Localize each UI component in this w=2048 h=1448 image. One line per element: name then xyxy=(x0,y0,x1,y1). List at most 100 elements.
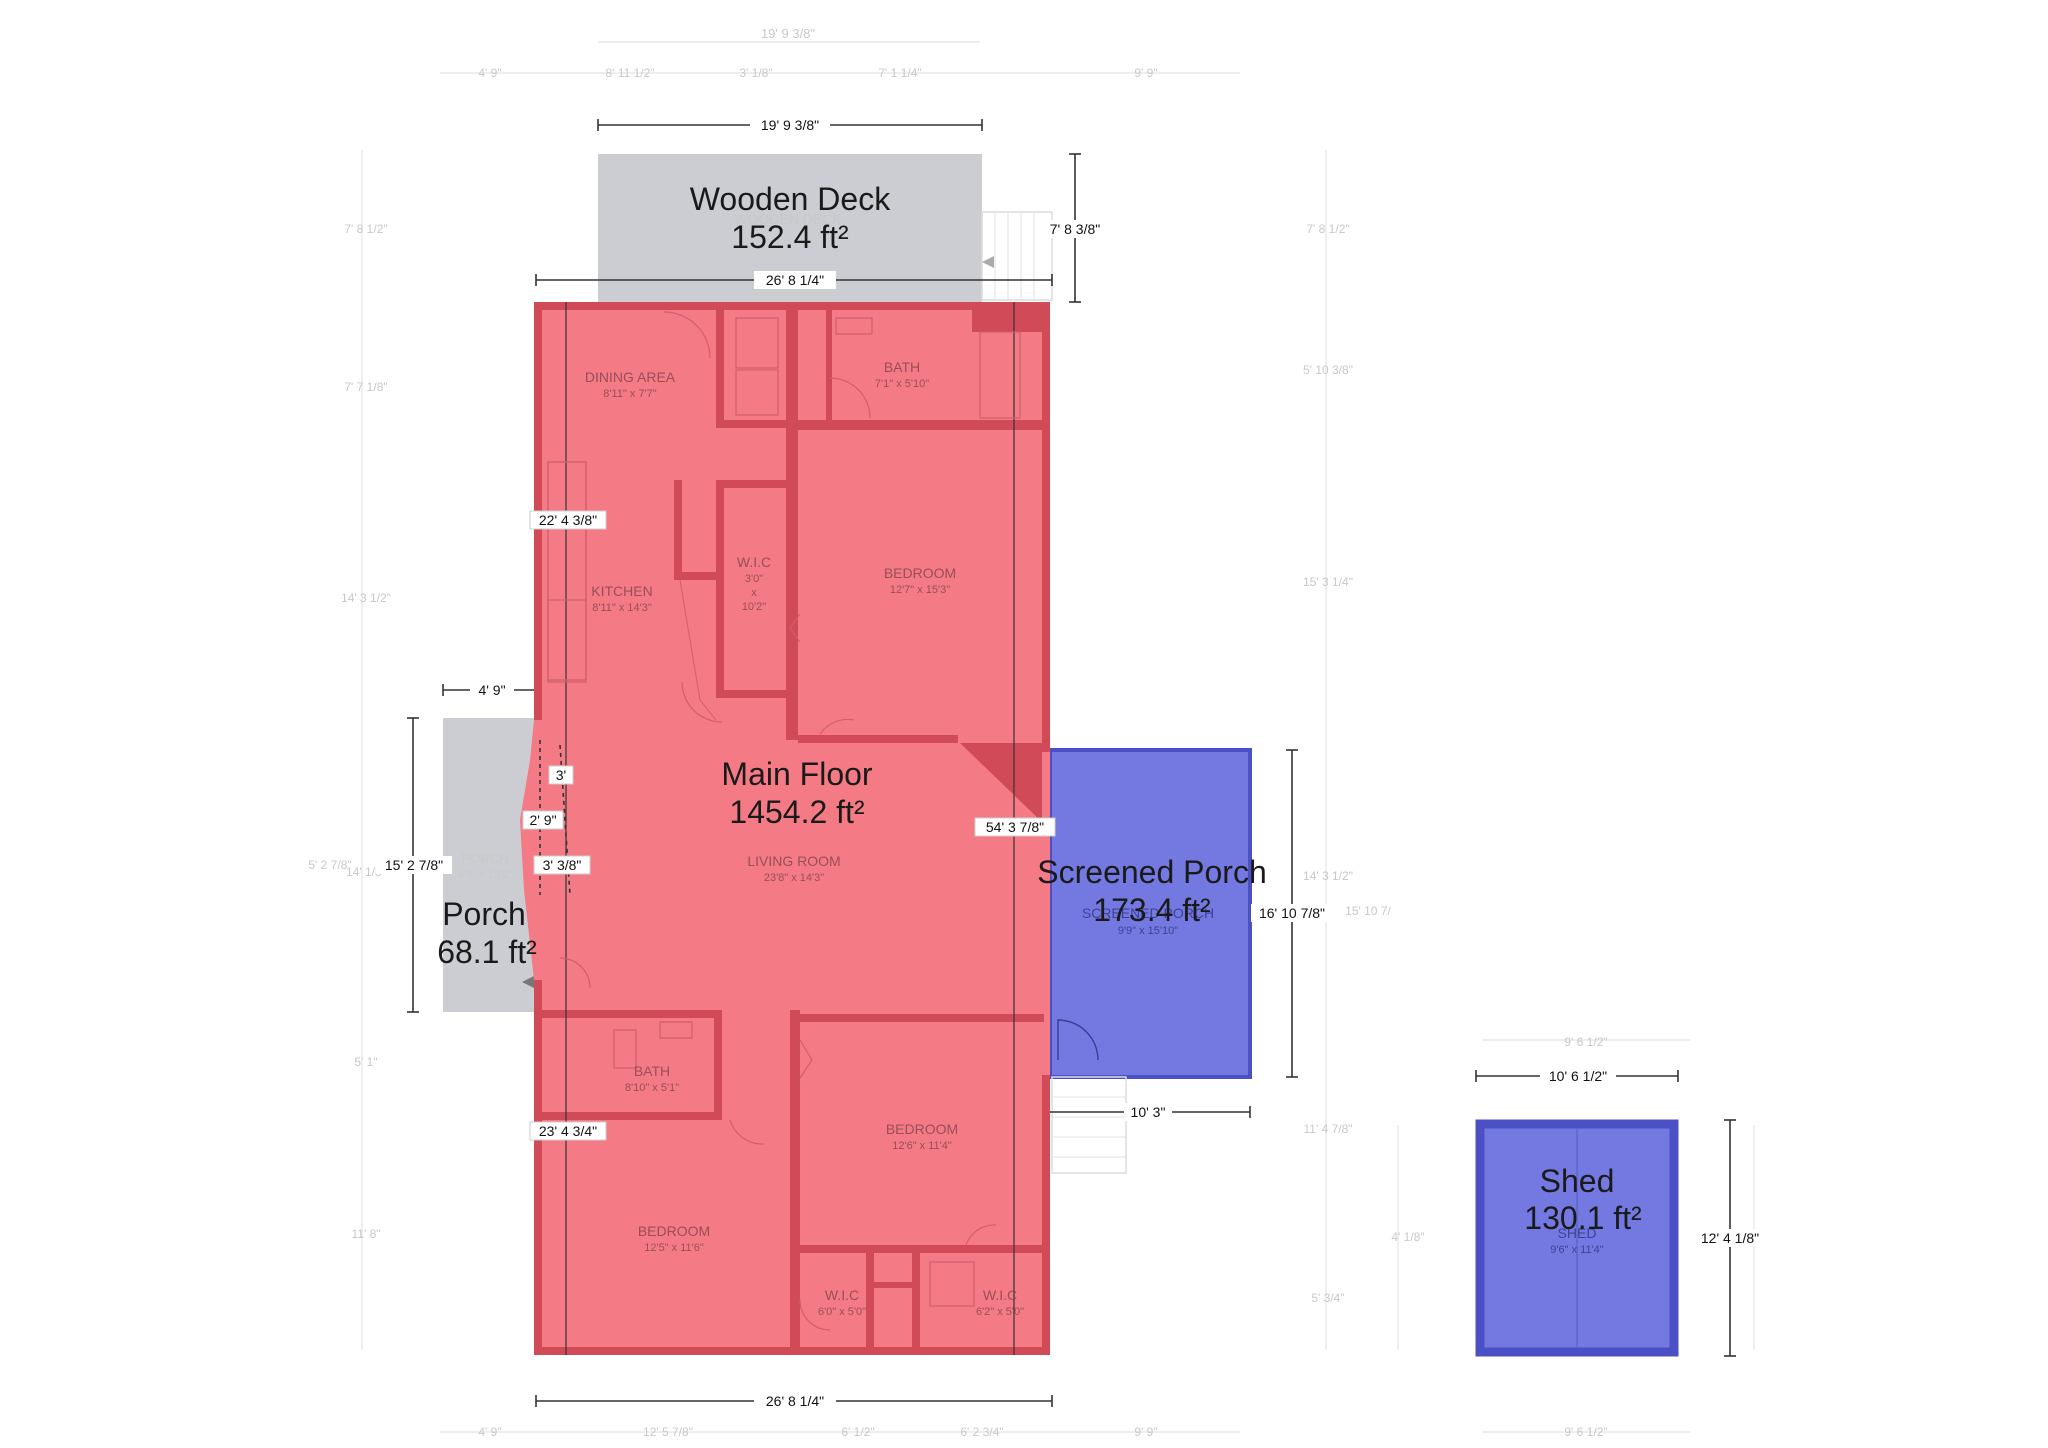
faint-dim-top-seg4: 7' 1 1/4" xyxy=(878,66,921,80)
faint-dim-right-deck: 7' 8 1/2" xyxy=(1306,222,1349,236)
faint-dim-left-kitchen: 14' 3 1/2" xyxy=(341,591,391,605)
faint-dim-left-bedroom: 11' 8" xyxy=(351,1227,380,1241)
kitchen-name: KITCHEN xyxy=(591,583,652,599)
shed-room-name: SHED xyxy=(1558,1225,1597,1241)
living-room-name: LIVING ROOM xyxy=(747,853,840,869)
dim-porch-depth: 15' 2 7/8" xyxy=(385,857,443,873)
dim-main-length: 54' 3 7/8" xyxy=(986,819,1044,835)
bath-top-name: BATH xyxy=(884,359,920,375)
main-floor-area xyxy=(520,302,1050,1355)
wooden-deck-name: Wooden Deck xyxy=(690,181,891,217)
faint-dim-shed-left: 4' 1/8" xyxy=(1391,1230,1424,1244)
deck-stairs-icon xyxy=(981,211,1053,301)
faint-dim-left-porch: 5' 2 7/8" xyxy=(308,858,351,872)
dim-screened-depth: 16' 10 7/8" xyxy=(1259,905,1325,921)
living-room-size: 23'8" x 14'3" xyxy=(764,872,824,884)
main-floor-zone: DINING AREA 8'11" x 7'7" BATH 7'1" x 5'1… xyxy=(520,302,1050,1355)
wic-bottom-left-size: 6'0" x 5'0" xyxy=(818,1306,866,1318)
screened-porch-door-icon xyxy=(1057,1019,1099,1061)
dim-deck-depth: 7' 8 3/8" xyxy=(1050,221,1100,237)
faint-dimension-layer: 19' 9 3/8" 4' 9" 8' 11 1/2" 3' 1/8" 7' 1… xyxy=(308,26,1755,1439)
dim-shed-depth: 12' 4 1/8" xyxy=(1701,1230,1759,1246)
faint-dim-top-overall: 19' 9 3/8" xyxy=(761,26,815,41)
bedroom-right-size: 12'6" x 11'4" xyxy=(892,1140,952,1152)
bedroom-bottom-name: BEDROOM xyxy=(638,1223,710,1239)
dim-left-upper: 22' 4 3/8" xyxy=(539,512,597,528)
shed-area-value: 130.1 ft² xyxy=(1524,1200,1642,1236)
wic-center-name: W.I.C xyxy=(737,554,771,570)
main-floor-fixtures xyxy=(547,311,1021,1331)
faint-dim-right-bedroom2: 11' 4 7/8" xyxy=(1303,1122,1352,1136)
porch-area-value: 68.1 ft² xyxy=(437,934,537,970)
shed-room-size: 9'6" x 11'4" xyxy=(1550,1244,1603,1256)
faint-dim-top-seg1: 4' 9" xyxy=(478,66,501,80)
faint-dim-left-dining: 7' 7 1/8" xyxy=(344,380,387,394)
dim-left-lower: 23' 4 3/4" xyxy=(539,1123,597,1139)
faint-dim-bottom-seg4: 6' 2 3/4" xyxy=(960,1425,1003,1439)
wic-center-size-3: 10'2" xyxy=(742,601,766,613)
dining-area-size: 8'11" x 7'7" xyxy=(603,388,656,400)
screened-porch-area-value: 173.4 ft² xyxy=(1093,892,1211,928)
wooden-deck-room-name: WOODEN DECK xyxy=(734,211,842,227)
dim-shed-width: 10' 6 1/2" xyxy=(1549,1068,1607,1084)
wic-bottom-right-name: W.I.C xyxy=(983,1287,1017,1303)
porch-room-name: PORCH xyxy=(462,851,509,866)
porch-area xyxy=(443,718,538,1012)
screened-porch-name: Screened Porch xyxy=(1037,854,1266,890)
bath-bottom-size: 8'10" x 5'1" xyxy=(625,1082,679,1094)
wooden-deck-area-value: 152.4 ft² xyxy=(731,219,849,255)
dim-door-3: 3' xyxy=(556,767,566,783)
wic-bottom-left-name: W.I.C xyxy=(825,1287,859,1303)
bedroom-right-name: BEDROOM xyxy=(886,1121,958,1137)
wic-bottom-right-size: 6'2" x 5'0" xyxy=(976,1306,1024,1318)
screened-porch-zone: SCREENED PORCH 9'9" x 15'10" xyxy=(1048,748,1252,1174)
kitchen-size: 8'11" x 14'3" xyxy=(592,602,652,614)
bedroom-top-size: 12'7" x 15'3" xyxy=(890,584,950,596)
faint-dim-top-seg5: 9' 9" xyxy=(1134,66,1157,80)
dim-main-bottom-width: 26' 8 1/4" xyxy=(766,1393,824,1409)
faint-dim-shed-bottom: 9' 6 1/2" xyxy=(1564,1425,1607,1439)
wic-center-size-2: x xyxy=(751,587,757,599)
dim-door-3-3-8: 3' 3/8" xyxy=(543,857,582,873)
faint-dim-left-deck: 7' 8 1/2" xyxy=(344,222,387,236)
wic-center-size-1: 3'0" xyxy=(745,573,763,585)
faint-dim-left-porch-b: 14' 1/8" xyxy=(346,865,386,879)
faint-dim-bottom-seg3: 6' 1/2" xyxy=(841,1425,874,1439)
dim-deck-width: 19' 9 3/8" xyxy=(761,117,819,133)
porch-zone: PORCH 4'9" x 15'2" xyxy=(443,718,538,1012)
screened-porch-room-name: SCREENED PORCH xyxy=(1082,905,1214,921)
dim-porch-offset: 4' 9" xyxy=(478,682,505,698)
main-floor-name: Main Floor xyxy=(721,756,873,792)
screened-porch-room-size: 9'9" x 15'10" xyxy=(1118,925,1178,937)
faint-dim-right-porch: 14' 3 1/2" xyxy=(1303,869,1353,883)
dimension-labels: 19' 9 3/8" 7' 8 3/8" 26' 8 1/4" 26' 8 1/… xyxy=(376,116,1768,1410)
main-floor-area-value: 1454.2 ft² xyxy=(729,794,865,830)
porch-name: Porch xyxy=(442,896,526,932)
porch-room-size: 4'9" x 15'2" xyxy=(458,869,512,881)
screened-porch-area xyxy=(1050,750,1250,1077)
porch-entry-arrow-icon xyxy=(522,976,534,988)
faint-dim-bottom-seg1: 4' 9" xyxy=(478,1425,501,1439)
bedroom-top-name: BEDROOM xyxy=(884,565,956,581)
bedroom-bottom-size: 12'5" x 11'6" xyxy=(644,1242,704,1254)
faint-dim-right-porch-b: 15' 10 7/ xyxy=(1345,904,1391,918)
screened-porch-stairs-icon xyxy=(1051,1076,1127,1174)
shed-zone: SHED 9'6" x 11'4" Shed 130.1 ft² xyxy=(1475,1119,1679,1357)
shed-name: Shed xyxy=(1540,1163,1615,1199)
dim-main-top-width: 26' 8 1/4" xyxy=(766,272,824,288)
dim-door-2-9: 2' 9" xyxy=(529,812,556,828)
dim-screened-width: 10' 3" xyxy=(1131,1104,1166,1120)
faint-dim-left-bath: 5' 1" xyxy=(354,1055,377,1069)
faint-dim-right-bath: 5' 10 3/8" xyxy=(1303,363,1353,377)
faint-dim-top-seg3: 3' 1/8" xyxy=(739,66,772,80)
faint-dim-top-seg2: 8' 11 1/2" xyxy=(605,66,654,80)
faint-dim-bottom-seg2: 12' 5 7/8" xyxy=(643,1425,693,1439)
faint-dim-right-wic: 5' 3/4" xyxy=(1311,1291,1344,1305)
bath-bottom-name: BATH xyxy=(634,1063,670,1079)
faint-dim-right-bedroom: 15' 3 1/4" xyxy=(1303,575,1353,589)
bath-top-size: 7'1" x 5'10" xyxy=(875,378,929,390)
faint-dim-shed-top: 9' 6 1/2" xyxy=(1564,1035,1607,1049)
faint-dim-bottom-seg5: 9' 9" xyxy=(1134,1425,1157,1439)
dining-area-name: DINING AREA xyxy=(585,369,676,385)
